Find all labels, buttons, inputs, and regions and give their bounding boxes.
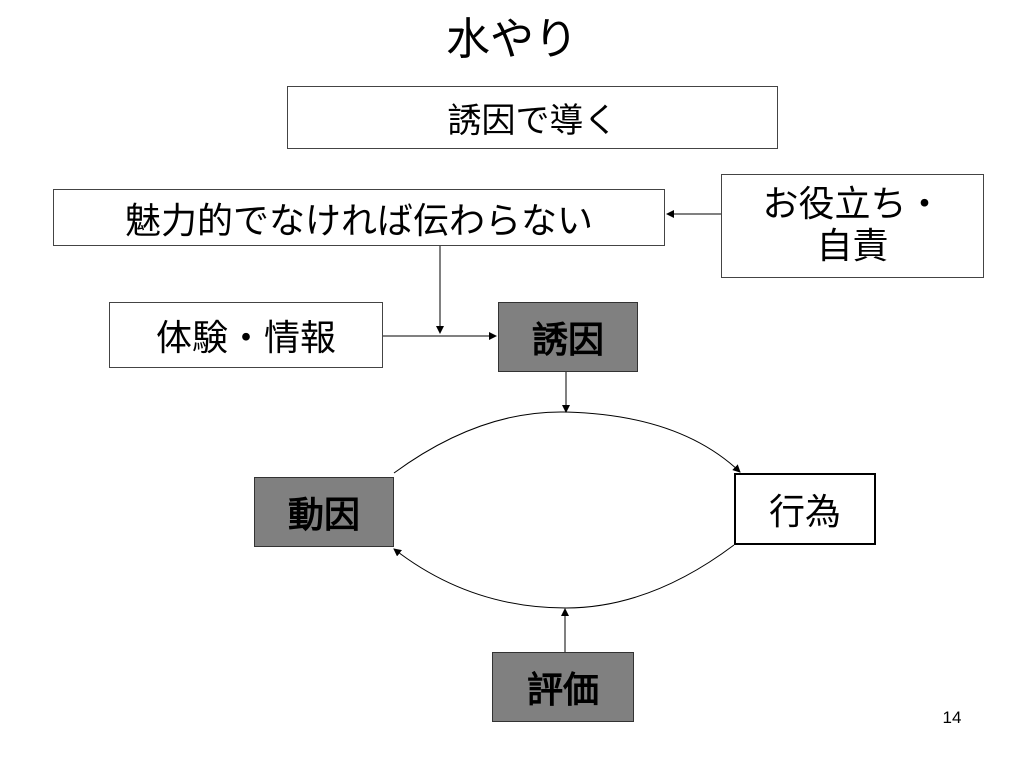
experience-box: 体験・情報 [109,302,383,368]
useful-text-line2: 自責 [816,226,889,267]
action-text: 行為 [768,492,841,533]
motive-box: 動因 [254,477,394,547]
attraction-text: 魅力的でなければ伝わらない [124,200,593,242]
action-box: 行為 [734,473,876,545]
subtitle-box: 誘因で導く [287,86,778,149]
subtitle-text: 誘因で導く [447,101,618,141]
useful-box: お役立ち・ 自責 [721,174,984,278]
page-number: 14 [942,708,962,727]
evaluation-text: 評価 [526,670,599,711]
incentive-text: 誘因 [531,320,604,361]
incentive-box: 誘因 [498,302,638,372]
motive-text: 動因 [287,495,360,536]
attraction-box: 魅力的でなければ伝わらない [53,189,665,246]
evaluation-box: 評価 [492,652,634,722]
useful-text-line1: お役立ち・ [762,184,943,225]
arc-motive-to-action [393,411,741,474]
experience-text: 体験・情報 [155,318,336,359]
arc-action-to-motive [393,544,735,609]
slide-title: 水やり [446,14,578,65]
